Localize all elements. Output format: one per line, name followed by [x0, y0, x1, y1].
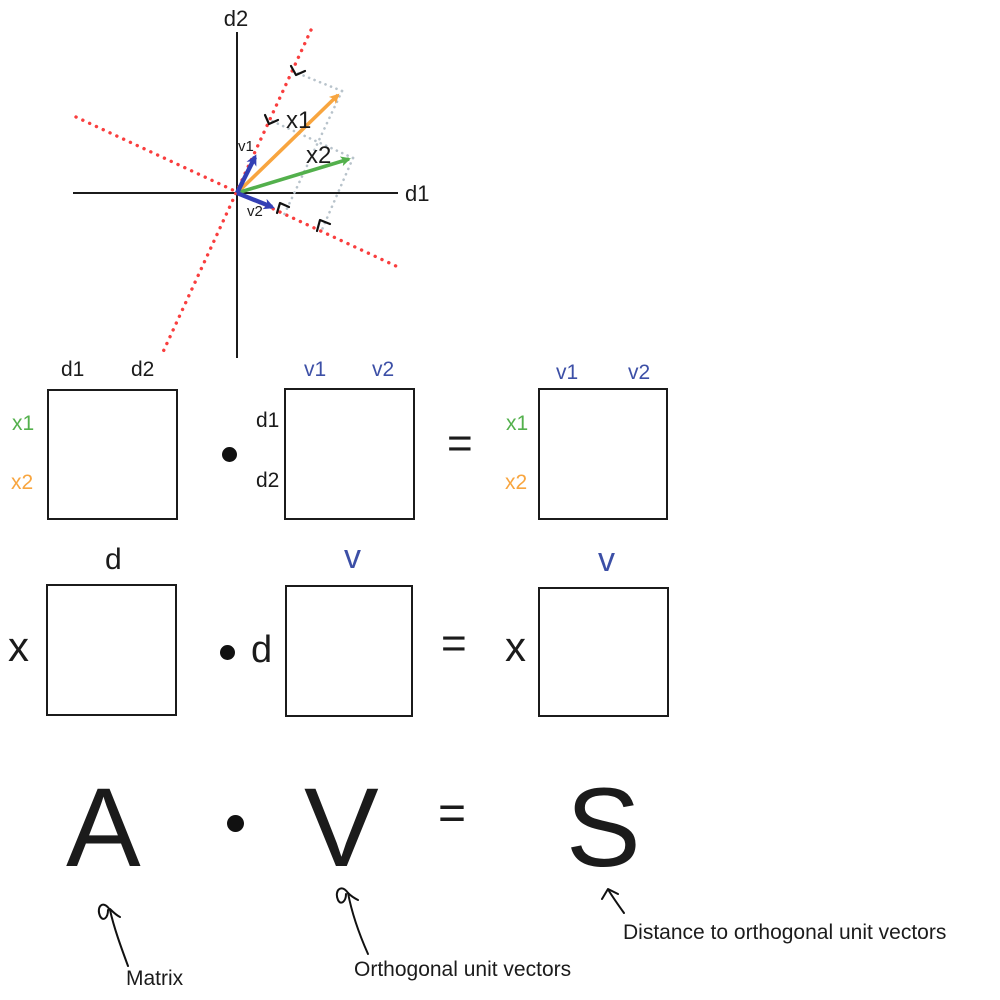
equals-sign: = [447, 419, 473, 468]
dot-operator [222, 447, 237, 462]
m5-row-label-d: d [251, 629, 273, 671]
red-dotted-line-v1-direction [161, 28, 313, 354]
m1-col-header-d1: d1 [61, 358, 85, 381]
m3-row-label-x1: x1 [506, 412, 529, 435]
vector-v1 [235, 154, 257, 194]
red-dotted-line-v2-direction [74, 115, 400, 269]
arrow-to-A [109, 909, 129, 967]
dot-operator [227, 815, 244, 832]
matrix-box-d-by-v [285, 585, 413, 717]
annotation-distance-to-orthogonal-unit-vectors: Distance to orthogonal unit vectors [623, 921, 947, 944]
m3-col-header-v1: v1 [556, 361, 579, 384]
arrow-to-V-loop [335, 887, 349, 904]
vector-x1-label: x1 [286, 107, 311, 134]
projection-x2-onto-v2 [319, 156, 355, 234]
annotation-matrix: Matrix [126, 967, 184, 990]
m2-col-header-v2: v2 [372, 358, 395, 381]
matrix-box-x-by-d [46, 584, 177, 716]
m2-col-header-v1: v1 [304, 358, 327, 381]
matrix-box-A [47, 389, 178, 520]
equation-term-A: A [66, 765, 141, 890]
vector-v2-label: v2 [247, 203, 263, 220]
m1-row-label-x1: x1 [12, 412, 35, 435]
m2-row-label-d1: d1 [256, 409, 280, 432]
right-angle-mark [275, 201, 291, 215]
arrow-to-S-head [601, 888, 619, 900]
right-angle-mark [289, 64, 307, 77]
equation-term-V: V [304, 765, 379, 890]
vector-v1-label: v1 [238, 138, 254, 155]
equals-sign: = [438, 787, 467, 840]
dot-operator [220, 645, 235, 660]
matrix-box-S [538, 388, 668, 520]
vector-plot: d2 d1 v1 v2 x1 x2 [73, 6, 429, 358]
arrow-to-V-barb [347, 892, 359, 901]
x-axis-label: d1 [405, 181, 429, 206]
vector-x1 [235, 93, 340, 195]
matrix-box-V [284, 388, 415, 520]
vector-x2-label: x2 [306, 142, 331, 169]
vector-v2 [236, 190, 275, 210]
arrow-to-S [608, 890, 625, 914]
m6-col-header-v: v [598, 541, 615, 579]
equals-sign: = [441, 619, 467, 668]
m5-col-header-v: v [344, 538, 361, 576]
m6-row-label-x: x [505, 623, 526, 670]
m4-col-header-d: d [105, 543, 122, 576]
arrow-to-A-barb [109, 908, 121, 918]
m1-col-header-d2: d2 [131, 358, 155, 381]
m3-row-label-x2: x2 [505, 471, 528, 494]
annotation-orthogonal-unit-vectors: Orthogonal unit vectors [354, 958, 572, 981]
vector-x2 [236, 156, 351, 195]
equation-term-S: S [566, 765, 641, 890]
matrix-box-x-by-v [538, 587, 669, 717]
m4-row-label-x: x [8, 623, 29, 670]
m3-col-header-v2: v2 [628, 361, 651, 384]
m1-row-label-x2: x2 [11, 471, 34, 494]
right-angle-mark [263, 113, 280, 126]
y-axis-label: d2 [224, 6, 248, 31]
arrow-to-A-loop [97, 903, 111, 920]
projection-x1-onto-v2 [282, 89, 344, 217]
m2-row-label-d2: d2 [256, 469, 280, 492]
projection-x1-onto-v1 [295, 71, 344, 93]
arrow-to-V [347, 892, 369, 955]
right-angle-mark [315, 218, 332, 233]
